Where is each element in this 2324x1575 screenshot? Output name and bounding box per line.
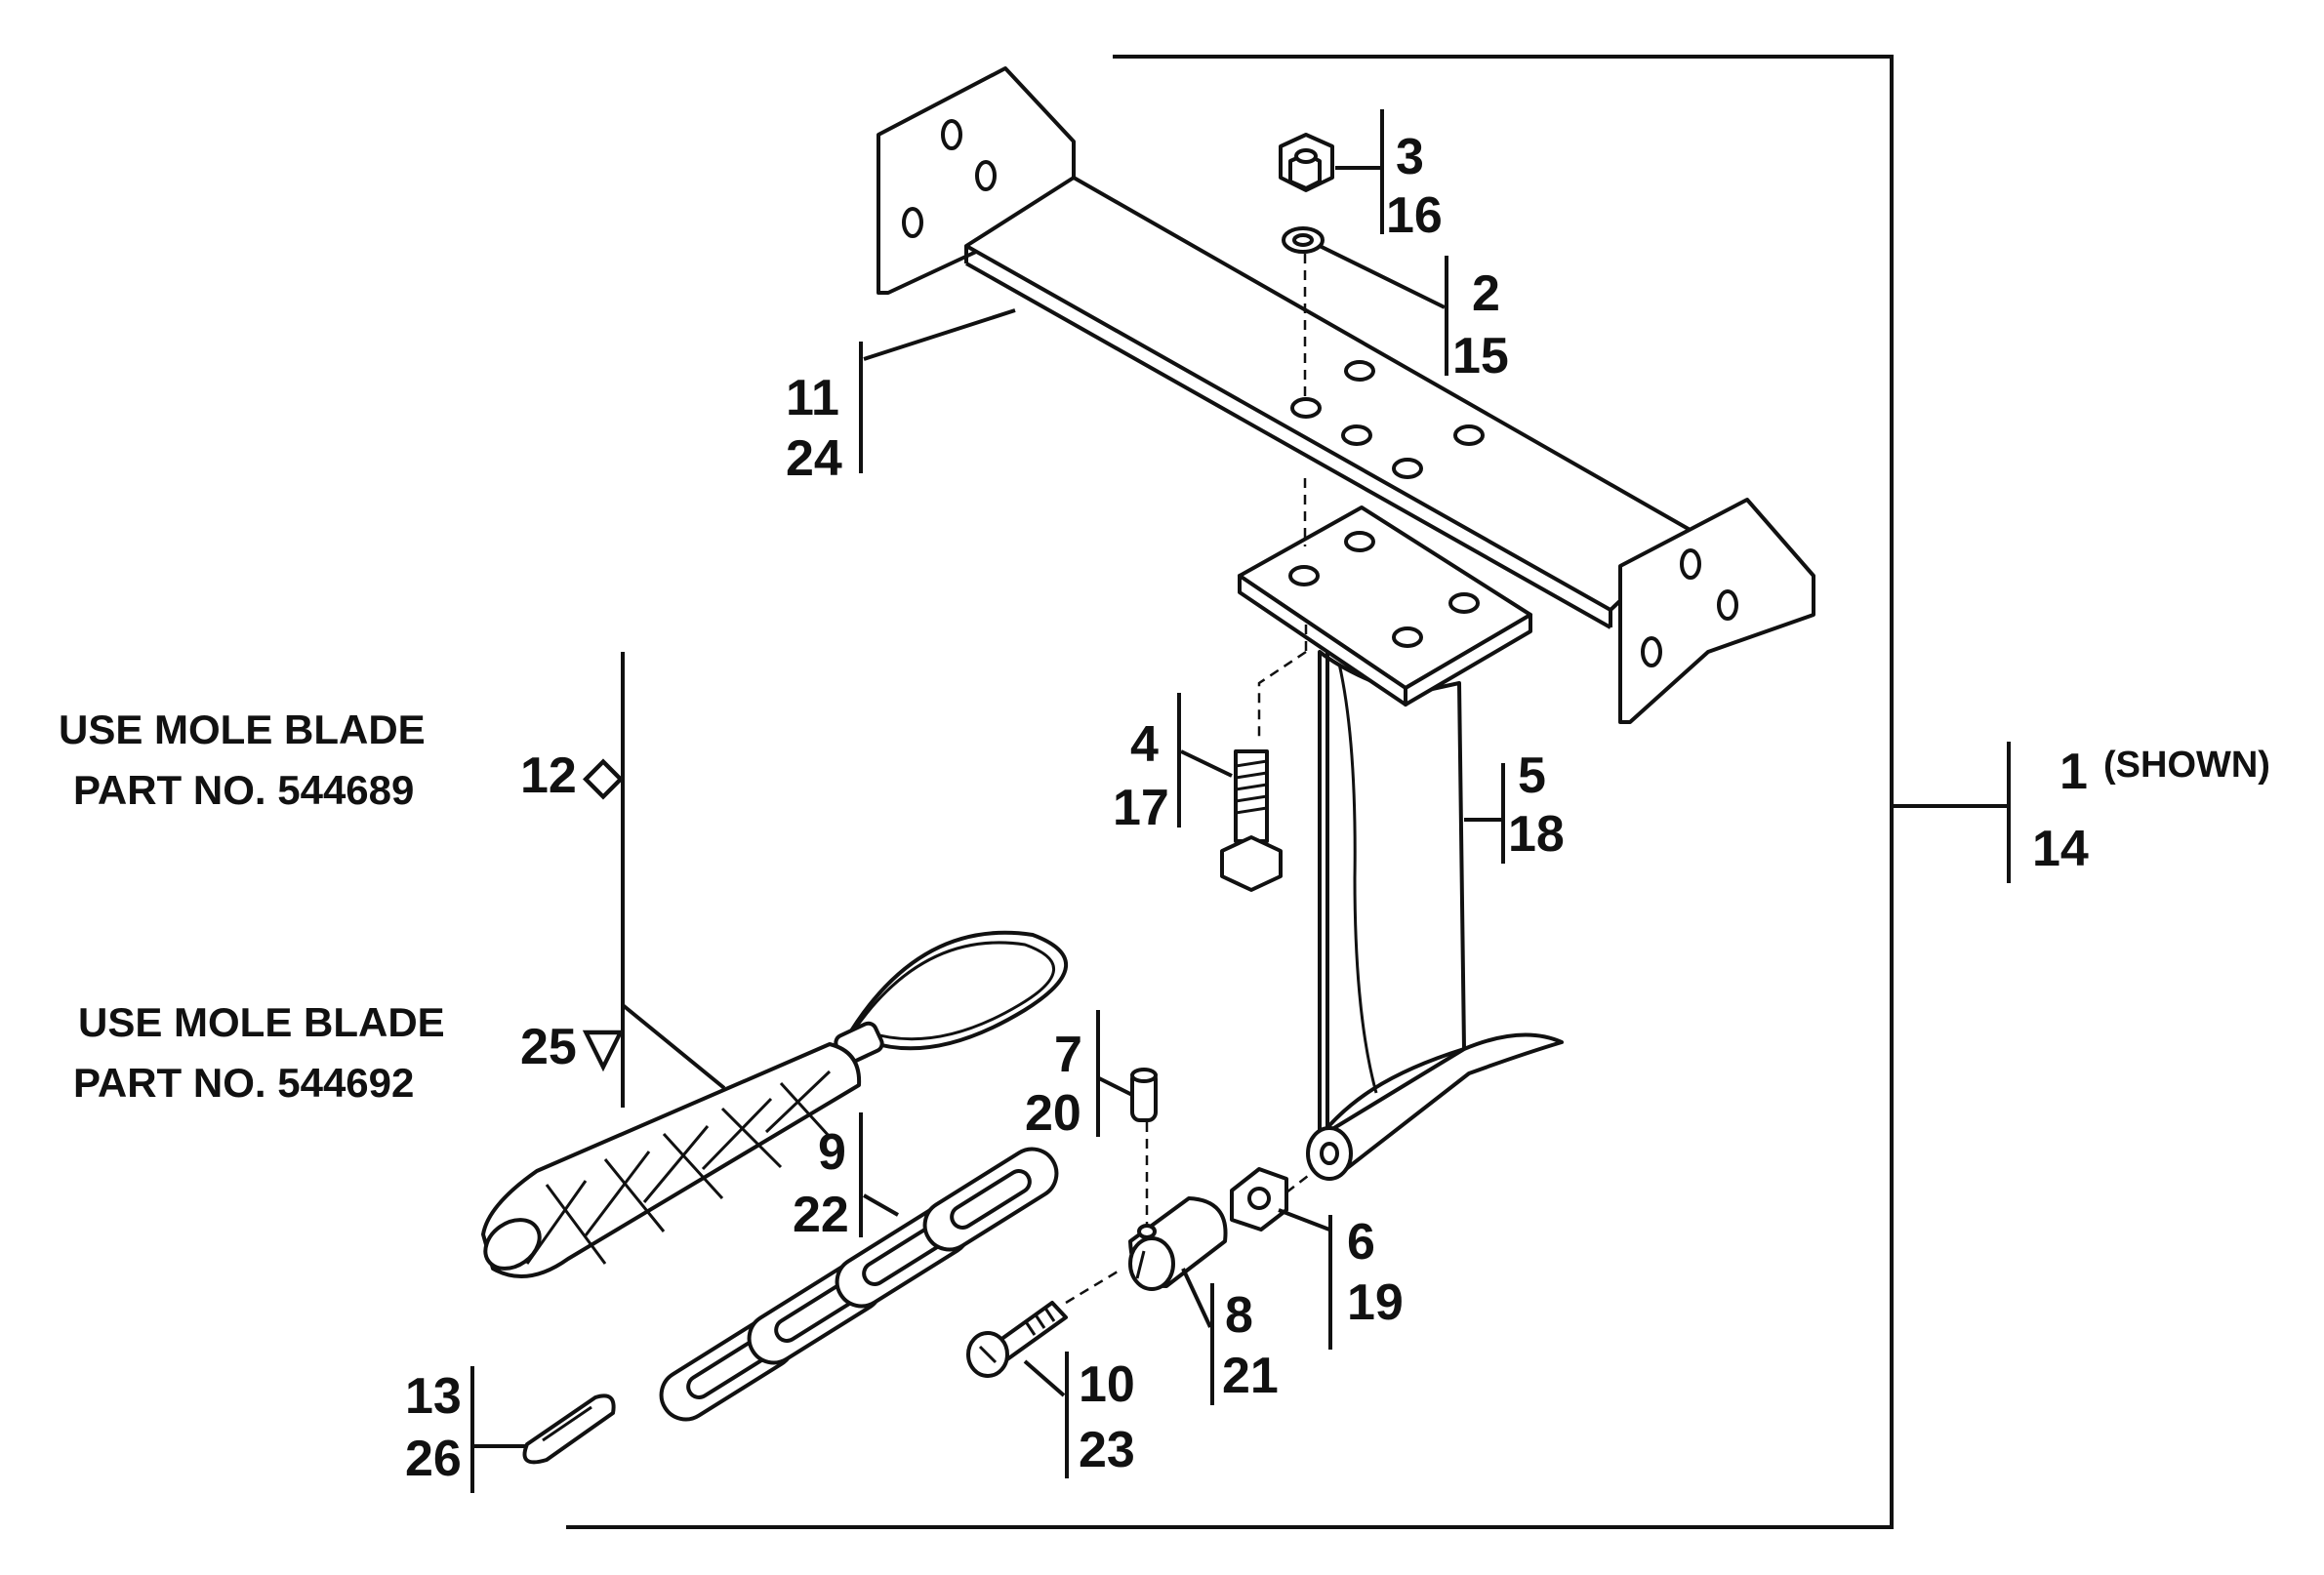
washer-top [1282, 226, 1325, 254]
hex-bolt-shank [1220, 749, 1283, 892]
label-11: 11 [786, 370, 839, 426]
label-21: 21 [1222, 1348, 1279, 1404]
label-9: 9 [818, 1124, 846, 1181]
label-20: 20 [1025, 1085, 1081, 1142]
chain [659, 1147, 1059, 1422]
clip [522, 1393, 616, 1465]
label-4: 4 [1130, 716, 1159, 773]
label-24: 24 [786, 430, 842, 487]
roll-pin [1130, 1068, 1158, 1122]
note-blade-b-line1: USE MOLE BLADE [78, 999, 445, 1045]
label-26: 26 [405, 1431, 462, 1487]
label-17: 17 [1113, 780, 1169, 836]
note-blade-b-line2: PART NO. 544692 [73, 1060, 414, 1106]
label-12: 12 [520, 747, 577, 804]
diamond-symbol: ◇ [583, 747, 624, 804]
label-5: 5 [1518, 747, 1546, 804]
label-22: 22 [793, 1187, 849, 1243]
label-19: 19 [1347, 1274, 1404, 1331]
label-15: 15 [1452, 328, 1509, 384]
note-blade-a-line1: USE MOLE BLADE [59, 707, 426, 752]
label-6: 6 [1347, 1214, 1375, 1271]
part-labels: 1 (SHOWN) 14 3 16 2 15 11 24 4 17 5 18 7… [59, 129, 2270, 1487]
label-8: 8 [1225, 1287, 1253, 1344]
label-7: 7 [1054, 1027, 1082, 1083]
label-14: 14 [2032, 821, 2089, 877]
mole-shank [1238, 505, 1564, 1181]
label-3: 3 [1396, 129, 1424, 185]
leader-lines [470, 109, 1505, 1493]
hex-nut-top [1279, 133, 1334, 192]
triangle-symbol: ▽ [582, 1019, 625, 1075]
crossbar [877, 66, 1815, 724]
assembly-bracket [566, 55, 2011, 1529]
label-10: 10 [1079, 1356, 1135, 1413]
label-13: 13 [405, 1368, 462, 1425]
label-1: 1 [2059, 744, 2088, 800]
note-blade-a-line2: PART NO. 544689 [73, 767, 414, 813]
label-16: 16 [1386, 187, 1443, 244]
label-shown: (SHOWN) [2103, 745, 2270, 786]
label-18: 18 [1508, 806, 1565, 863]
coupling [1128, 1196, 1228, 1291]
label-23: 23 [1079, 1422, 1135, 1478]
cable-grip [481, 930, 1068, 1278]
label-2: 2 [1472, 265, 1500, 322]
cap-screw [966, 1301, 1068, 1378]
hex-nut-pin [1230, 1167, 1288, 1232]
label-25: 25 [520, 1019, 577, 1075]
